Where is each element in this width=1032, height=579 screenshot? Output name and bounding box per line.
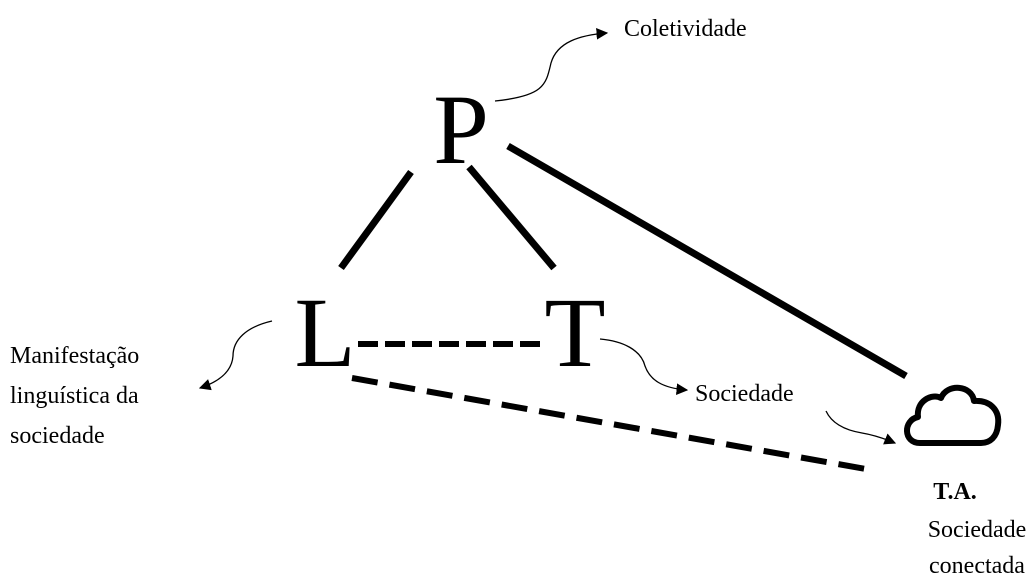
arrow-sociedade-ta: [825, 410, 897, 445]
label-sociedade: Sociedade: [695, 381, 794, 407]
edge-p-t: [466, 164, 557, 271]
label-manifestacao-line1: Manifestação: [10, 343, 139, 369]
label-coletividade: Coletividade: [624, 16, 747, 42]
arrow-p-coletividade: [494, 27, 609, 102]
label-ta-title: T.A.: [933, 479, 977, 505]
arrow-t-sociedade: [599, 338, 689, 395]
label-manifestacao-line3: sociedade: [10, 423, 105, 449]
node-p: P: [433, 74, 489, 185]
arrow-l-manifestacao: [198, 320, 273, 391]
node-t: T: [544, 277, 605, 388]
label-manifestacao-line2: linguística da: [10, 383, 139, 409]
edge-p-ta: [506, 142, 908, 380]
node-l: L: [294, 277, 355, 388]
edge-l-ta: [351, 375, 867, 472]
label-ta-line1: Sociedade: [928, 517, 1027, 543]
cloud-icon: [904, 384, 1002, 446]
edge-p-l: [338, 169, 414, 271]
label-ta-line2: conectada: [929, 553, 1025, 579]
